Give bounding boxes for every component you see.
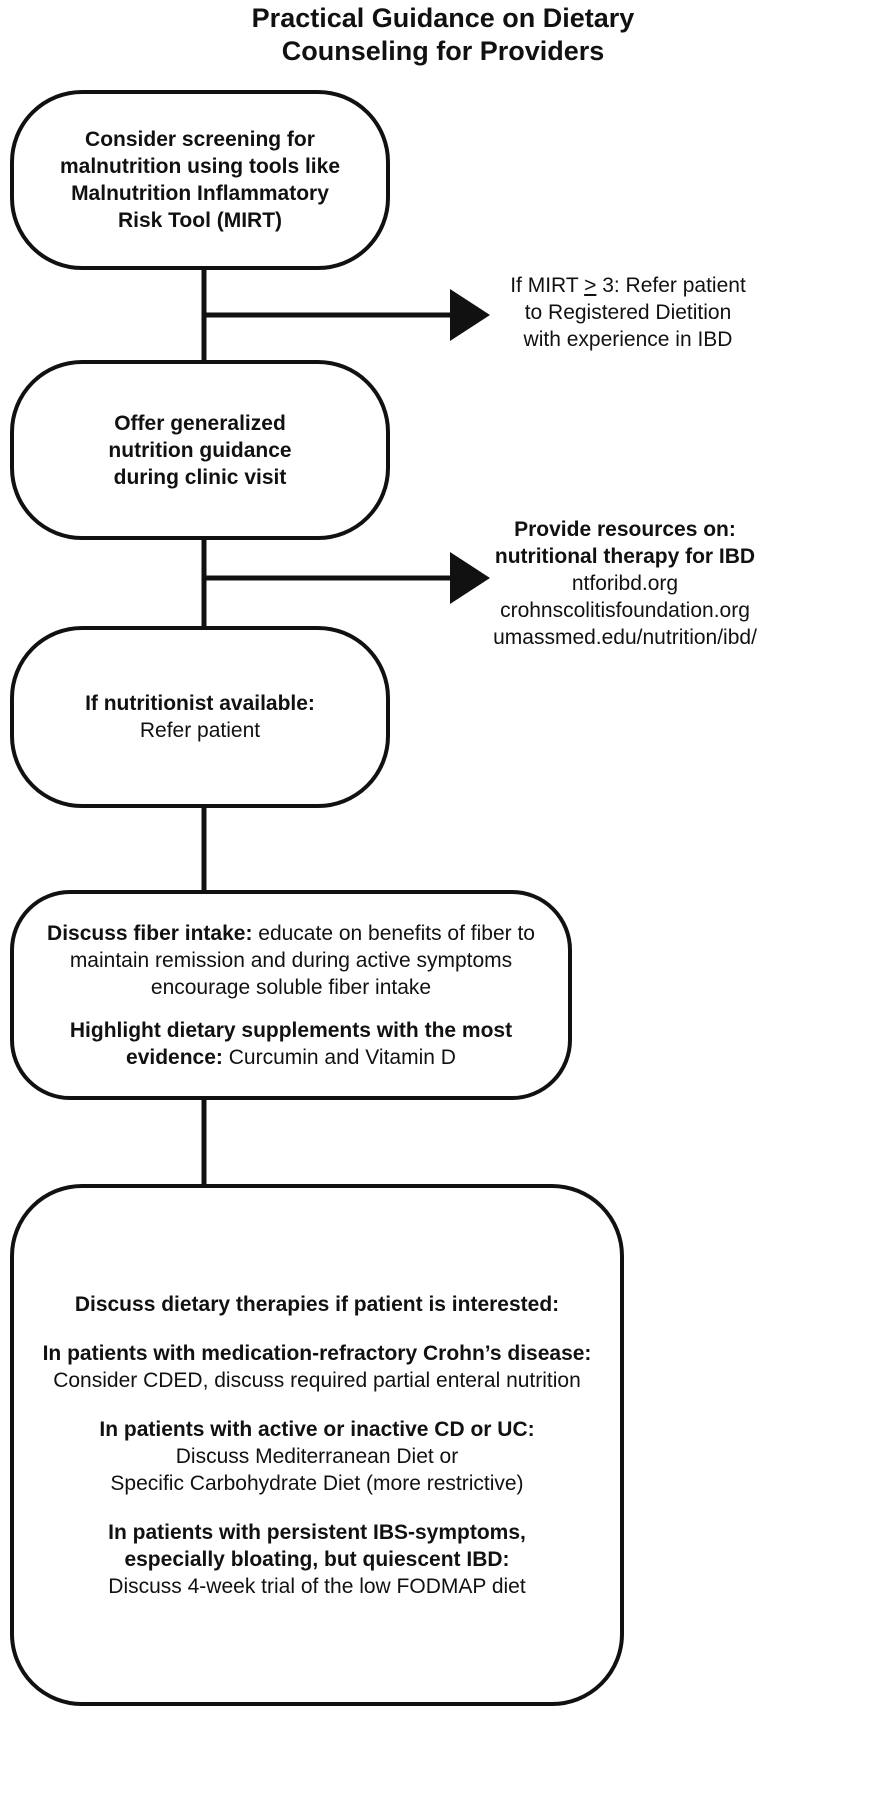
cd-uc-text-1: Discuss Mediterranean Diet or <box>175 1444 459 1468</box>
side1-line-1: If MIRT > 3: Refer patient <box>510 274 746 297</box>
box3-text: Refer patient <box>139 719 261 742</box>
step-box-nutritionist: If nutritionist available: Refer patient <box>10 626 390 808</box>
cd-uc-text-2: Specific Carbohydrate Diet (more restric… <box>110 1471 524 1495</box>
therapy-section-crohns: In patients with medication-refractory C… <box>43 1340 592 1394</box>
title-line-2: Counseling for Providers <box>281 36 605 66</box>
therapies-heading: Discuss dietary therapies if patient is … <box>74 1292 560 1316</box>
box2-line-3: during clinic visit <box>113 465 287 489</box>
supplements-text: Curcumin and Vitamin D <box>222 1045 456 1069</box>
resource-link-ntforibd[interactable]: ntforibd.org <box>571 572 679 595</box>
box2-line-2: nutrition guidance <box>108 438 292 462</box>
ibs-bold-1: In patients with persistent IBS-symptoms… <box>108 1520 526 1544</box>
supplements-bold-2: evidence: <box>126 1045 223 1069</box>
crohns-bold: In patients with medication-refractory C… <box>42 1341 592 1365</box>
box2-line-1: Offer generalized <box>114 411 286 435</box>
box3-bold: If nutritionist available: <box>85 692 315 715</box>
side-note-resources: Provide resources on: nutritional therap… <box>480 516 770 651</box>
side-note-mirt-referral: If MIRT > 3: Refer patient to Registered… <box>488 272 768 353</box>
page-title: Practical Guidance on Dietary Counseling… <box>0 2 886 68</box>
fiber-bold: Discuss fiber intake: <box>47 921 253 945</box>
fiber-text-1: educate on benefits of fiber to <box>252 921 535 945</box>
side1-line-2: to Registered Dietition <box>524 301 732 324</box>
box1-line-4: Risk Tool (MIRT) <box>117 209 283 232</box>
resource-link-crohnscolitis[interactable]: crohnscolitisfoundation.org <box>500 599 750 622</box>
step-box-fiber-supplements: Discuss fiber intake: educate on benefit… <box>10 890 572 1100</box>
fiber-text-3: encourage soluble fiber intake <box>150 975 432 999</box>
supplements-bold-1: Highlight dietary supplements with the m… <box>69 1018 513 1042</box>
box1-line-3: Malnutrition Inflammatory <box>71 182 329 205</box>
ibs-bold-2: especially bloating, but quiescent IBD: <box>124 1547 510 1571</box>
ibs-text: Discuss 4-week trial of the low FODMAP d… <box>108 1574 526 1598</box>
fiber-text-2: maintain remission and during active sym… <box>69 948 513 972</box>
box1-line-1: Consider screening for <box>85 128 315 151</box>
side2-heading-2: nutritional therapy for IBD <box>494 545 756 568</box>
crohns-text: Consider CDED, discuss required partial … <box>53 1368 581 1392</box>
step-box-generalized-guidance: Offer generalized nutrition guidance dur… <box>10 360 390 540</box>
therapy-section-ibs: In patients with persistent IBS-symptoms… <box>108 1519 526 1600</box>
side2-heading-1: Provide resources on: <box>514 518 736 541</box>
arrow-head-mirt <box>450 289 490 341</box>
title-line-1: Practical Guidance on Dietary <box>251 3 635 33</box>
side1-line-3: with experience in IBD <box>523 328 733 351</box>
resource-link-umassmed[interactable]: umassmed.edu/nutrition/ibd/ <box>493 626 757 649</box>
supplements-paragraph: Highlight dietary supplements with the m… <box>70 1017 512 1071</box>
arrow-head-resources <box>450 552 490 604</box>
box1-line-2: malnutrition using tools like <box>59 155 340 178</box>
therapy-section-cd-uc: In patients with active or inactive CD o… <box>99 1416 534 1497</box>
step-box-screening: Consider screening for malnutrition usin… <box>10 90 390 270</box>
step-box-dietary-therapies: Discuss dietary therapies if patient is … <box>10 1184 624 1706</box>
fiber-paragraph: Discuss fiber intake: educate on benefit… <box>47 920 535 1001</box>
cd-uc-bold: In patients with active or inactive CD o… <box>99 1417 535 1441</box>
